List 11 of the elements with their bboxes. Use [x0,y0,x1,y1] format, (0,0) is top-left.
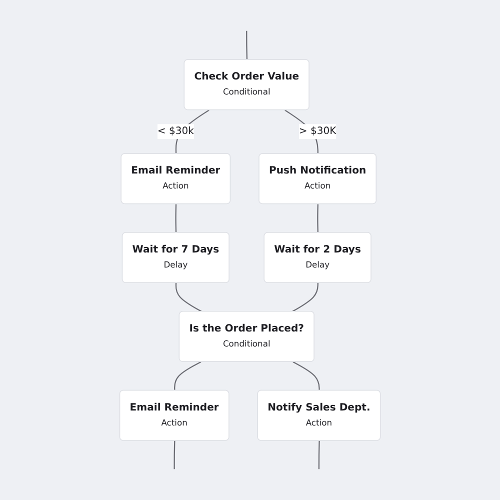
connector [292,361,320,391]
connector [292,282,318,312]
connector [175,282,202,312]
edge-label: < $30k [157,126,194,138]
connector [318,440,320,470]
connector [174,440,176,470]
edge-label: > $30K [298,126,336,138]
connector [174,361,202,391]
connector [246,30,248,60]
connector [175,204,177,233]
connector [317,204,318,233]
